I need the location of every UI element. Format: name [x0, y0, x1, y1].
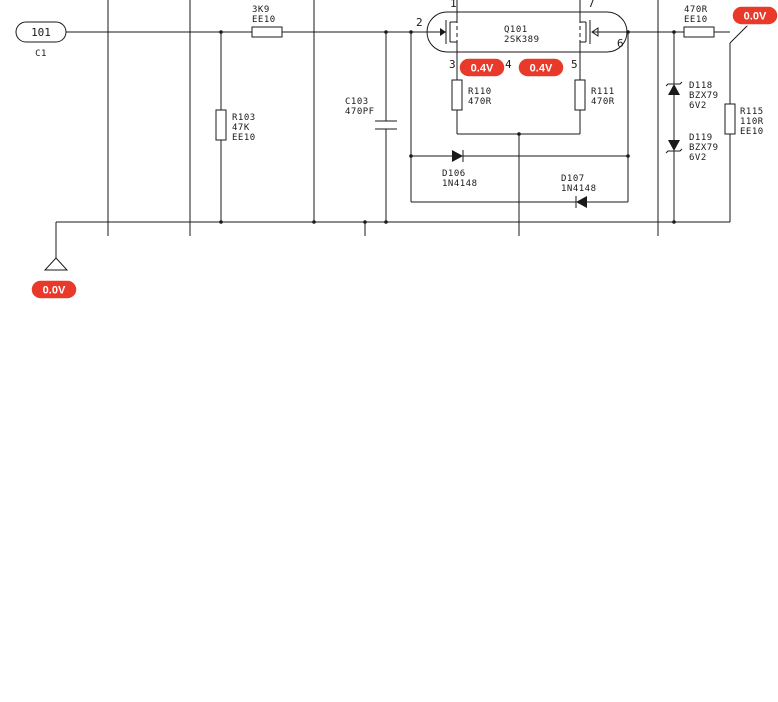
- pin-6-label: 6: [617, 37, 624, 50]
- resistor-r110[interactable]: R110 470R: [451, 79, 492, 111]
- pin-2-label: 2: [416, 16, 423, 29]
- resistor-tolerance: EE10: [232, 133, 256, 143]
- ground-icon: [43, 257, 69, 271]
- resistor-top-right-partial[interactable]: 470R EE10: [683, 5, 715, 38]
- resistor-ref: R103: [232, 113, 256, 123]
- connector-id: 101: [31, 26, 51, 39]
- resistor-value: 470R: [591, 97, 615, 107]
- resistor-value: 110R: [740, 117, 764, 127]
- pin-4-label: 4: [505, 58, 512, 71]
- resistor-tolerance: EE10: [252, 15, 276, 25]
- diode-part: 1N4148: [561, 184, 597, 194]
- capacitor-ref: C103: [345, 97, 369, 107]
- resistor-value: 47K: [232, 123, 250, 133]
- diode-voltage: 6V2: [689, 153, 707, 163]
- resistor-top-partial[interactable]: 3K9 EE10: [251, 5, 283, 38]
- resistor-value: 470R: [684, 5, 708, 15]
- diode-d107[interactable]: D107 1N4148: [561, 174, 597, 208]
- pin-3-label: 3: [449, 58, 456, 71]
- pin-1-label: 1: [450, 0, 457, 10]
- resistor-r103[interactable]: R103 47K EE10: [215, 109, 256, 143]
- resistor-r115[interactable]: R115 110R EE10: [724, 103, 764, 137]
- diode-ref: D119: [689, 133, 713, 143]
- diode-ref: D106: [442, 169, 466, 179]
- resistor-r111[interactable]: R111 470R: [574, 79, 615, 111]
- zener-d118[interactable]: D118 BZX79 6V2: [665, 81, 719, 111]
- diode-voltage: 6V2: [689, 101, 707, 111]
- capacitor-value: 470PF: [345, 107, 375, 117]
- resistor-ref: R110: [468, 87, 492, 97]
- voltage-badge-top-right[interactable]: 0.0V: [731, 5, 778, 26]
- pin-5-label: 5: [571, 58, 578, 71]
- transistor-part: 2SK389: [504, 35, 540, 45]
- transistor-q101[interactable]: Q101 2SK389: [426, 0, 628, 53]
- connector-c1[interactable]: 101 C1: [15, 21, 67, 59]
- transistor-package: [426, 11, 628, 53]
- badge-text: 0.0V: [744, 11, 767, 23]
- resistor-ref: R111: [591, 87, 615, 97]
- diode-part: BZX79: [689, 91, 719, 101]
- resistor-tolerance: EE10: [684, 15, 708, 25]
- voltage-badge-pin5[interactable]: 0.4V: [517, 57, 565, 78]
- badge-text: 0.0V: [43, 285, 66, 297]
- connector-ref: C1: [35, 49, 47, 59]
- resistor-value: 470R: [468, 97, 492, 107]
- voltage-badge-pin3[interactable]: 0.4V: [458, 57, 506, 78]
- transistor-ref: Q101: [504, 25, 528, 35]
- badge-text: 0.4V: [530, 63, 553, 75]
- diode-ref: D118: [689, 81, 713, 91]
- resistor-value: 3K9: [252, 5, 270, 15]
- voltage-badge-ground[interactable]: 0.0V: [30, 279, 78, 300]
- resistor-tolerance: EE10: [740, 127, 764, 137]
- capacitor-c103[interactable]: C103 470PF: [345, 97, 397, 130]
- resistor-ref: R115: [740, 107, 764, 117]
- diode-ref: D107: [561, 174, 585, 184]
- diode-part: 1N4148: [442, 179, 478, 189]
- badge-text: 0.4V: [471, 63, 494, 75]
- pin-7-label: 7: [588, 0, 595, 10]
- diode-part: BZX79: [689, 143, 719, 153]
